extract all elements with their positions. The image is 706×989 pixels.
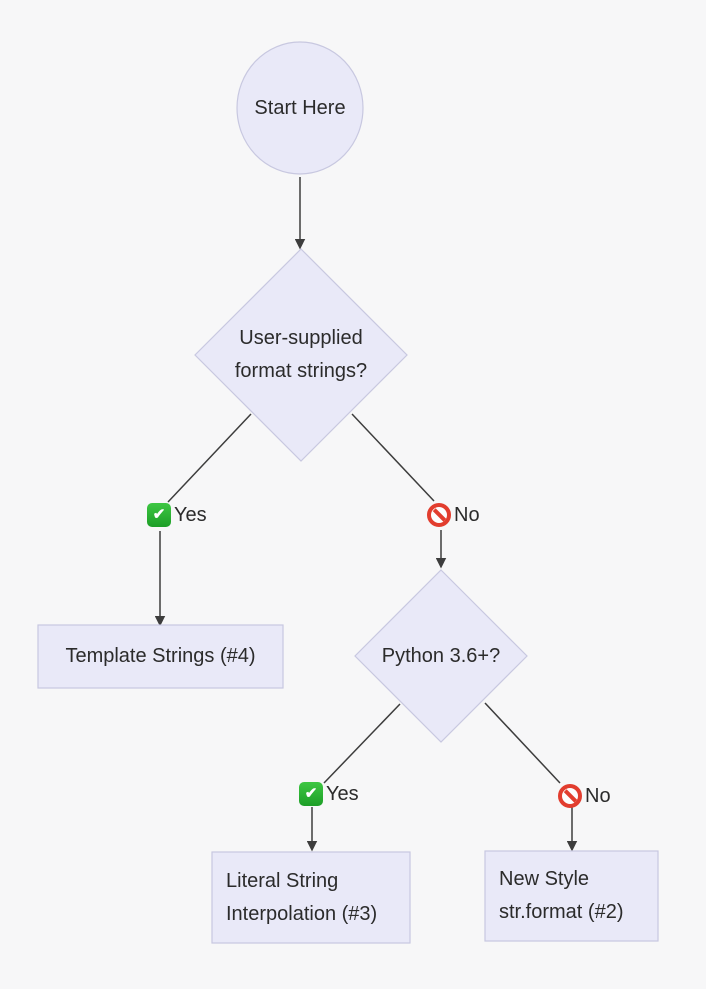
edge-label-no-2: No [558, 784, 611, 808]
literal-interpolation-label: Literal String Interpolation (#3) [212, 852, 410, 943]
decision-format-strings-label: User-supplied format strings? [193, 249, 409, 461]
edge-decision-format-no-diagonal [351, 413, 435, 502]
template-strings-label: Template Strings (#4) [65, 645, 256, 667]
edge-label-no-1-text: No [454, 504, 480, 526]
check-glyph: ✔ [304, 785, 318, 802]
edge-label-yes-2: ✔ Yes [299, 782, 359, 806]
check-icon: ✔ [299, 782, 323, 806]
edge-label-no-2-text: No [585, 785, 611, 807]
decision-format-strings-shape [194, 248, 408, 462]
literal-interpolation-shape [211, 851, 411, 944]
edge-label-yes-1-text: Yes [174, 504, 207, 526]
new-style-line2: str.format (#2) [499, 901, 624, 923]
decision-python-label: Python 3.6+? [381, 644, 501, 667]
decision-python-shape [354, 569, 528, 743]
prohibited-bar [432, 508, 446, 522]
check-glyph: ✔ [152, 506, 166, 523]
new-style-line1: New Style [499, 868, 590, 890]
edge-decision-python-no-diagonal [484, 702, 561, 784]
prohibited-icon [427, 503, 451, 527]
prohibited-bar [563, 789, 577, 803]
new-style-shape [484, 850, 659, 942]
check-icon: ✔ [147, 503, 171, 527]
template-strings-shape [37, 624, 284, 689]
edge-label-no-1: No [427, 503, 480, 527]
edge-label-yes-2-text: Yes [326, 783, 359, 805]
start-node-shape [236, 41, 364, 175]
prohibited-icon [558, 784, 582, 808]
decision-format-strings-line1: User-supplied [239, 327, 363, 349]
start-node-label: Start Here [254, 96, 346, 119]
literal-interpolation-line1: Literal String [226, 869, 339, 892]
decision-format-strings-line2: format strings? [234, 360, 368, 382]
literal-interpolation-line2: Interpolation (#3) [226, 902, 378, 925]
edge-decision-format-yes-diagonal [167, 413, 252, 503]
edge-decision-python-yes-diagonal [323, 703, 401, 784]
edge-label-yes-1: ✔ Yes [147, 503, 207, 527]
new-style-label: New Style str.format (#2) [485, 851, 658, 941]
